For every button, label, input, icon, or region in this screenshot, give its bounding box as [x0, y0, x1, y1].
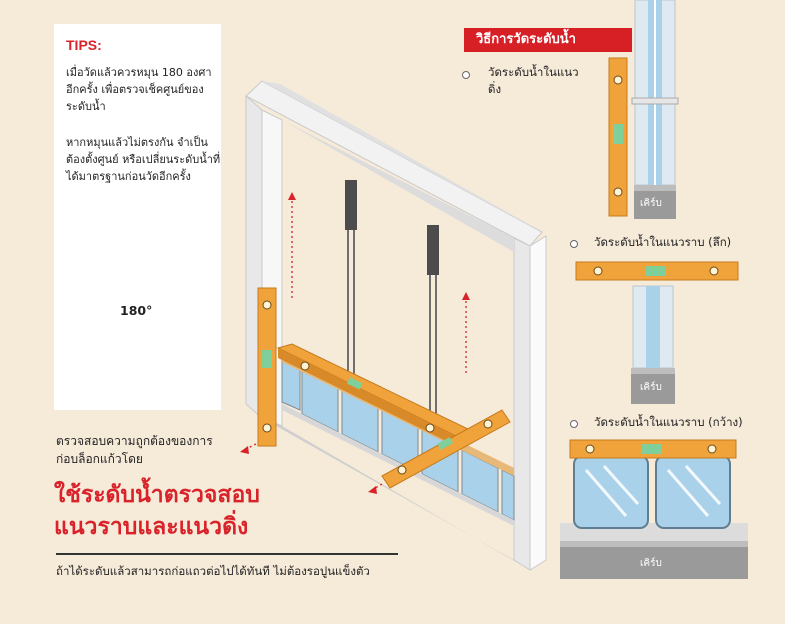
- divider: [56, 553, 398, 555]
- method-title: วิธีการวัดระดับน้ำ: [464, 28, 632, 52]
- horizontal-depth-diagram: [575, 261, 739, 404]
- glass-block-wall-illustration: [240, 80, 547, 571]
- rotation-angle-label: 180°: [120, 303, 153, 318]
- vertical-measure-diagram: [608, 0, 679, 219]
- base-label-1: เคิร์บ: [640, 198, 662, 209]
- tips-paragraph-1: เมื่อวัดแล้วควรหมุน 180 องศาอีกครั้ง เพื…: [66, 66, 212, 113]
- horizontal-width-label: วัดระดับน้ำในแนวราบ (กว้าง): [594, 415, 743, 429]
- bullet-icon: [570, 420, 578, 428]
- tips-title: TIPS:: [66, 37, 102, 53]
- horizontal-depth-label: วัดระดับน้ำในแนวราบ (ลึก): [594, 235, 732, 249]
- bullet-icon: [570, 240, 578, 248]
- horizontal-width-diagram: [560, 439, 748, 579]
- base-label-2: เคิร์บ: [640, 382, 662, 393]
- headline: ใช้ระดับน้ำตรวจสอบแนวราบและแนวดิ่ง: [54, 482, 260, 540]
- base-label-3: เคิร์บ: [640, 558, 662, 569]
- bullet-icon: [462, 71, 470, 79]
- tips-card: TIPS: เมื่อวัดแล้วควรหมุน 180 องศาอีกครั…: [54, 24, 221, 410]
- caption: ตรวจสอบความถูกต้องของการก่อบล็อกแก้วโดย: [56, 434, 213, 466]
- vertical-label: วัดระดับน้ำในแนวดิ่ง: [488, 65, 579, 96]
- footer-note: ถ้าได้ระดับแล้วสามารถก่อแถวต่อไปได้ทันที…: [56, 564, 370, 578]
- tips-paragraph-2: หากหมุนแล้วไม่ตรงกัน จำเป็นต้องตั้งศูนย์…: [66, 136, 221, 183]
